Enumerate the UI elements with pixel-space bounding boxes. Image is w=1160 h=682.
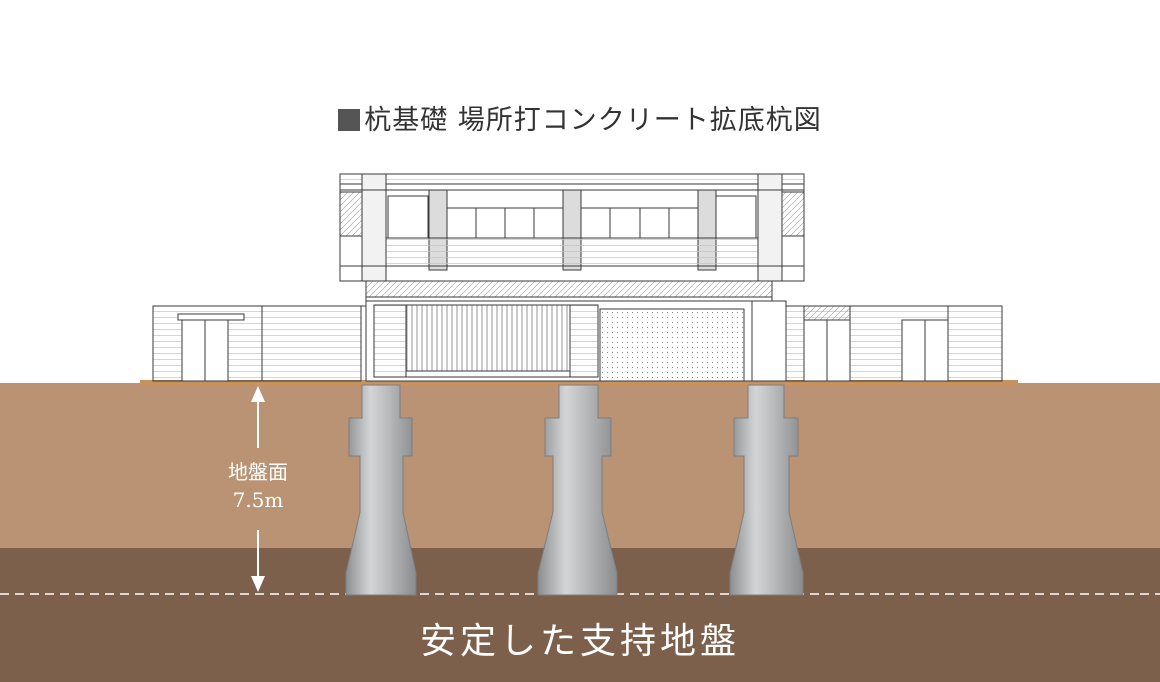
square-bullet-icon <box>338 109 361 131</box>
pile-left <box>345 384 417 596</box>
louvered-facade <box>405 304 571 372</box>
entrance-canopy <box>365 280 773 298</box>
depth-label-line2: 7.5m <box>232 488 284 512</box>
diagram-title: 杭基礎 場所打コンクリート拡底杭図 <box>0 98 1160 137</box>
building-elevation <box>152 173 1003 382</box>
pile-center <box>537 384 618 596</box>
balcony-railing <box>385 237 759 267</box>
depth-label-line1: 地盤面 <box>228 460 288 484</box>
bedrock-label: 安定した支持地盤 <box>419 621 740 662</box>
depth-label: 地盤面 7.5m <box>200 458 316 514</box>
pile-right <box>729 384 804 596</box>
glass-entrance <box>599 308 745 382</box>
diagram-title-text: 杭基礎 場所打コンクリート拡底杭図 <box>364 105 822 136</box>
ground-surface-line <box>140 380 1018 385</box>
double-arrow-icon <box>251 386 265 592</box>
